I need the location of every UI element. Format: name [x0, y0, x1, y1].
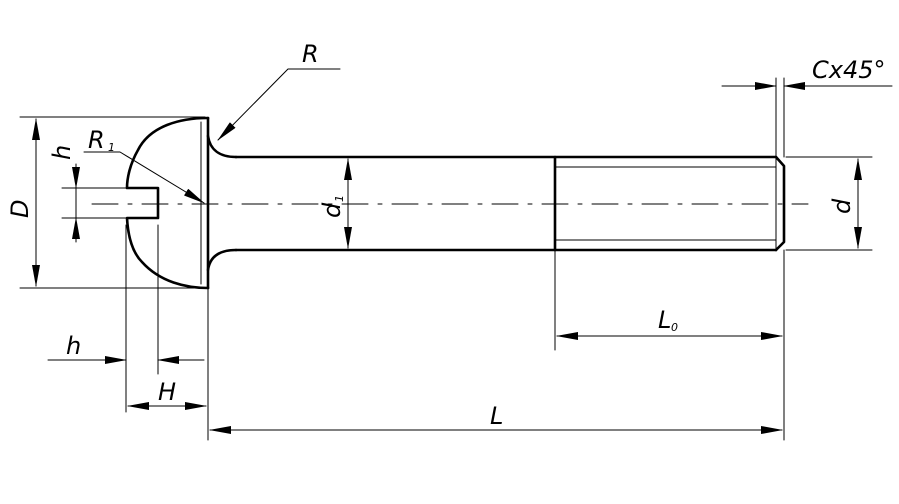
label-H: H	[158, 378, 176, 406]
labels: R R 1 h D d 1 d Cx45° L 0 h H L	[6, 40, 886, 430]
label-h-bottom: h	[66, 332, 81, 360]
label-h-top: h	[48, 145, 76, 160]
label-R: R	[302, 40, 319, 68]
screw-outline	[125, 116, 786, 290]
label-chamfer: Cx45°	[812, 56, 886, 84]
screw-end	[774, 155, 786, 252]
label-D: D	[6, 200, 34, 218]
label-R1-sub: 1	[108, 141, 115, 154]
leader-R	[217, 68, 341, 141]
extension-lines	[19, 77, 873, 441]
label-d1-sub: 1	[333, 195, 346, 202]
head-dome	[125, 116, 210, 290]
leader-R1	[83, 151, 205, 204]
label-L0-sub: 0	[671, 321, 678, 334]
label-R1: R	[88, 126, 105, 154]
fillet-top	[206, 134, 238, 159]
dimension-lines	[32, 68, 893, 434]
label-d: d	[828, 198, 856, 214]
fillet-bottom	[206, 248, 238, 272]
label-d1: d	[318, 202, 346, 218]
label-L: L	[490, 402, 503, 430]
label-L0: L	[658, 306, 671, 334]
